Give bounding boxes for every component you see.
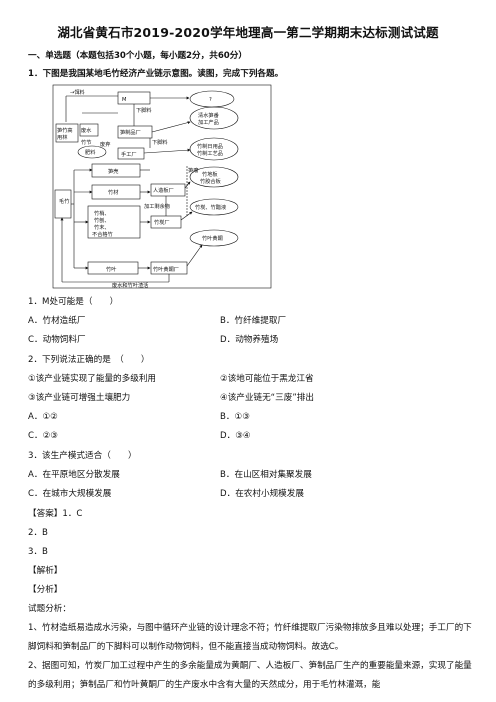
- label-bamboo-forest: 笋竹高: [57, 126, 73, 134]
- q3-option-b: B．在山区相对集聚发展: [220, 470, 312, 480]
- node-flavone-oval: [189, 229, 239, 247]
- label-processed-products: 加工产品: [198, 118, 219, 126]
- label-scraps-2: 下脚料: [152, 138, 168, 146]
- label-shoot-factory: 笋制品厂: [120, 128, 141, 136]
- test-analysis-label: 试题分析：: [28, 604, 71, 614]
- q1-option-c: C．动物饲料厂: [28, 335, 86, 345]
- node-shoot-products-oval: [189, 106, 239, 130]
- label-bamboo-leaf: 竹叶: [106, 265, 116, 273]
- node-charcoal-oval: [189, 198, 239, 216]
- q1-option-a: A．竹材造纸厂: [28, 316, 86, 326]
- q3-option-d: D．在农村小规模发展: [220, 489, 304, 499]
- label-scraps: 下脚料: [136, 106, 152, 114]
- analysis-heading: 【解析】: [28, 566, 63, 576]
- node-bamboo-forest-box: [55, 123, 79, 143]
- node-handicraft-factory-box: [117, 147, 145, 160]
- label-flavone-product: 竹叶黄酮: [202, 234, 223, 242]
- breakdown-heading: 【分析】: [28, 585, 63, 595]
- section-heading: 一、单选题（本题包括30个小题，每小题2分，共60分）: [28, 51, 247, 61]
- node-flooring-oval: [189, 166, 239, 188]
- label-shoot-tumor: 笋瘤: [188, 166, 198, 174]
- q3-option-c: C．在城市大规模发展: [28, 489, 112, 499]
- question-3-stem: 3．该生产模式适合（ ）: [28, 451, 137, 461]
- label-wastewater-return: 废水和竹叶渣活: [112, 281, 148, 289]
- label-bamboo-shavings: 竹刨、: [94, 216, 110, 224]
- label-bamboo-craft-goods: 竹制工艺品: [197, 149, 223, 157]
- label-bamboo-dust: 竹末、: [94, 223, 110, 231]
- document-title: 湖北省黄石市2019-2020学年地理高一第二学期期末达标测试试题: [57, 25, 439, 40]
- label-clear-water-shoots: 清水笋番: [198, 111, 220, 119]
- question-2-stem: 2．下列说法正确的是 （ ）: [28, 355, 150, 365]
- q3-option-a: A．在平原地区分散发展: [28, 470, 120, 480]
- label-flavone-factory: 竹叶黄酮厂: [153, 265, 179, 273]
- label-charcoal-vinegar: 竹炭、竹醋液: [195, 203, 226, 211]
- label-bamboo-material: 竹材: [108, 188, 118, 196]
- bamboo-industry-chain-diagram: M ? →饵料 下脚料 笋竹高 用林 废水 竹节 肥料 笋制品厂 下脚料 手工厂…: [52, 84, 272, 289]
- label-moso-bamboo: 毛竹: [59, 197, 69, 205]
- q2-statement-1: ①该产业链实现了能量的多级利用: [28, 374, 157, 384]
- q2-option-c: C．②③: [28, 431, 59, 441]
- q2-option-a: A．①②: [28, 412, 58, 422]
- label-m: M: [122, 97, 126, 103]
- answer-2: 2．B: [28, 528, 48, 538]
- q2-statement-2: ②该地可能位于黑龙江省: [220, 374, 314, 384]
- q2-statement-4: ④该产业链无“三废”排出: [220, 393, 314, 403]
- answer-3: 3．B: [28, 547, 48, 557]
- label-processing-residue: 加工剩余物: [144, 202, 170, 210]
- label-charcoal-factory: 竹炭厂: [154, 218, 170, 226]
- label-handicraft-factory: 手工厂: [121, 150, 137, 158]
- label-bamboo-node: 竹节: [81, 138, 91, 146]
- q2-option-d: D．③④: [220, 431, 251, 441]
- label-wastewater: 废水: [81, 126, 92, 134]
- answer-label: 【答案】1．C: [28, 509, 83, 519]
- node-board-factory-box: [150, 183, 186, 197]
- label-question: ?: [209, 97, 212, 103]
- label-discard: 废弃: [100, 140, 110, 148]
- label-forest-use: 用林: [57, 133, 68, 141]
- label-substandard-bamboo: 不合格竹: [92, 230, 113, 238]
- q2-option-b: B．①③: [220, 412, 250, 422]
- q1-option-d: D．动物养殖场: [220, 335, 279, 345]
- label-bamboo-floor: 竹地板: [202, 170, 218, 178]
- label-shoot-shell: 笋壳: [108, 167, 118, 175]
- label-bamboo-plywood: 竹胶合板: [200, 177, 222, 185]
- node-question-oval: [189, 90, 235, 108]
- question-1-1-stem: 1．M处可能是（ ）: [28, 297, 119, 307]
- label-bamboo-tips: 竹梢、: [94, 209, 110, 217]
- q1-option-b: B．竹纤维提取厂: [220, 316, 287, 326]
- label-bait: →饵料: [70, 88, 85, 96]
- label-fertilizer: 肥料: [85, 148, 95, 156]
- explanation-paragraph-2: 2、据图可知，竹炭厂加工过程中产生的多余能量成为黄酮厂、人造板厂、笋制品厂生产的…: [28, 661, 472, 690]
- explanation-paragraph-1: 1、竹材造纸易造成水污染，与图中循环产业链的设计理念不符；竹纤维提取厂污染物排放…: [28, 623, 472, 652]
- question-1-stem: 1．下图是我国某地毛竹经济产业链示意图。读图，完成下列各题。: [28, 69, 284, 79]
- label-board-factory: 人造板厂: [153, 186, 174, 194]
- q2-statement-3: ③该产业链可增强土壤肥力: [28, 393, 131, 403]
- label-bamboo-daily-goods: 竹制日用品: [197, 142, 223, 150]
